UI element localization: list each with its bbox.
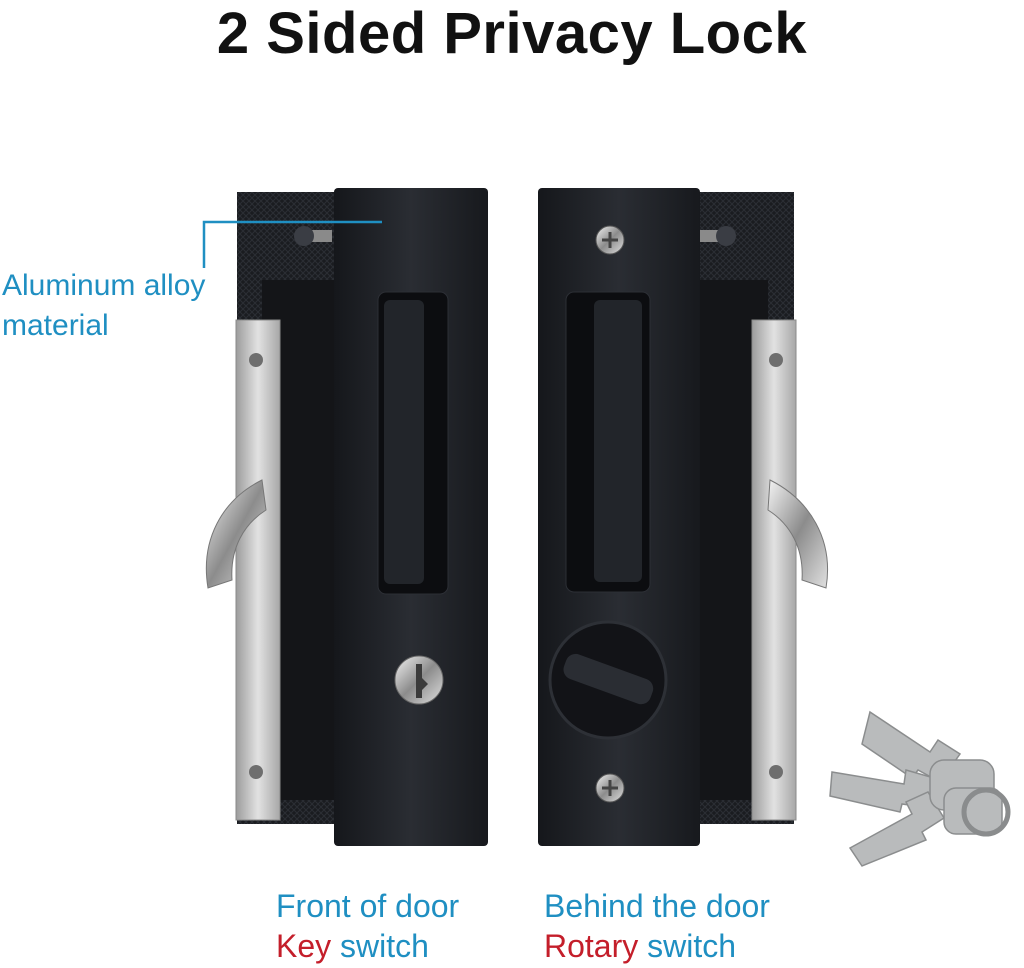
hook-latch: [767, 479, 828, 589]
back-caption-line2: Rotary switch: [544, 926, 770, 966]
screw-slot: [602, 232, 618, 248]
keys-icon: [829, 710, 1011, 867]
callout-line: [202, 220, 382, 268]
back-caption: Behind the door Rotary switch: [544, 886, 770, 966]
switch-word: switch: [638, 928, 737, 964]
pin-head: [716, 226, 736, 246]
front-caption: Front of door Key switch: [276, 886, 459, 966]
back-caption-line1: Behind the door: [544, 888, 770, 924]
switch-word: switch: [331, 928, 429, 964]
bracket-screw: [769, 765, 783, 779]
page-title: 2 Sided Privacy Lock: [216, 1, 808, 66]
bracket-screw: [769, 353, 783, 367]
rotary-word: Rotary: [544, 928, 639, 964]
front-caption-line1: Front of door: [276, 888, 460, 924]
recess-inner: [384, 300, 424, 584]
callout-line1: Aluminum alloy: [2, 269, 206, 302]
key-word: Key: [276, 928, 332, 964]
screw-slot: [602, 780, 618, 796]
rotary-thumbturn: [563, 653, 654, 705]
front-lock-unit: [205, 188, 488, 846]
hook-latch: [205, 479, 267, 589]
material-callout: Aluminum alloy material: [2, 266, 205, 346]
bracket-screw: [249, 765, 263, 779]
hook-bracket: [235, 319, 281, 821]
recess-inner: [594, 300, 642, 582]
front-caption-line2: Key switch: [276, 926, 459, 966]
back-lock-unit: [538, 188, 828, 846]
keyway: [416, 664, 428, 698]
callout-line2: material: [2, 309, 109, 342]
hook-bracket: [751, 319, 797, 821]
pin-head: [294, 226, 314, 246]
bracket-screw: [249, 353, 263, 367]
